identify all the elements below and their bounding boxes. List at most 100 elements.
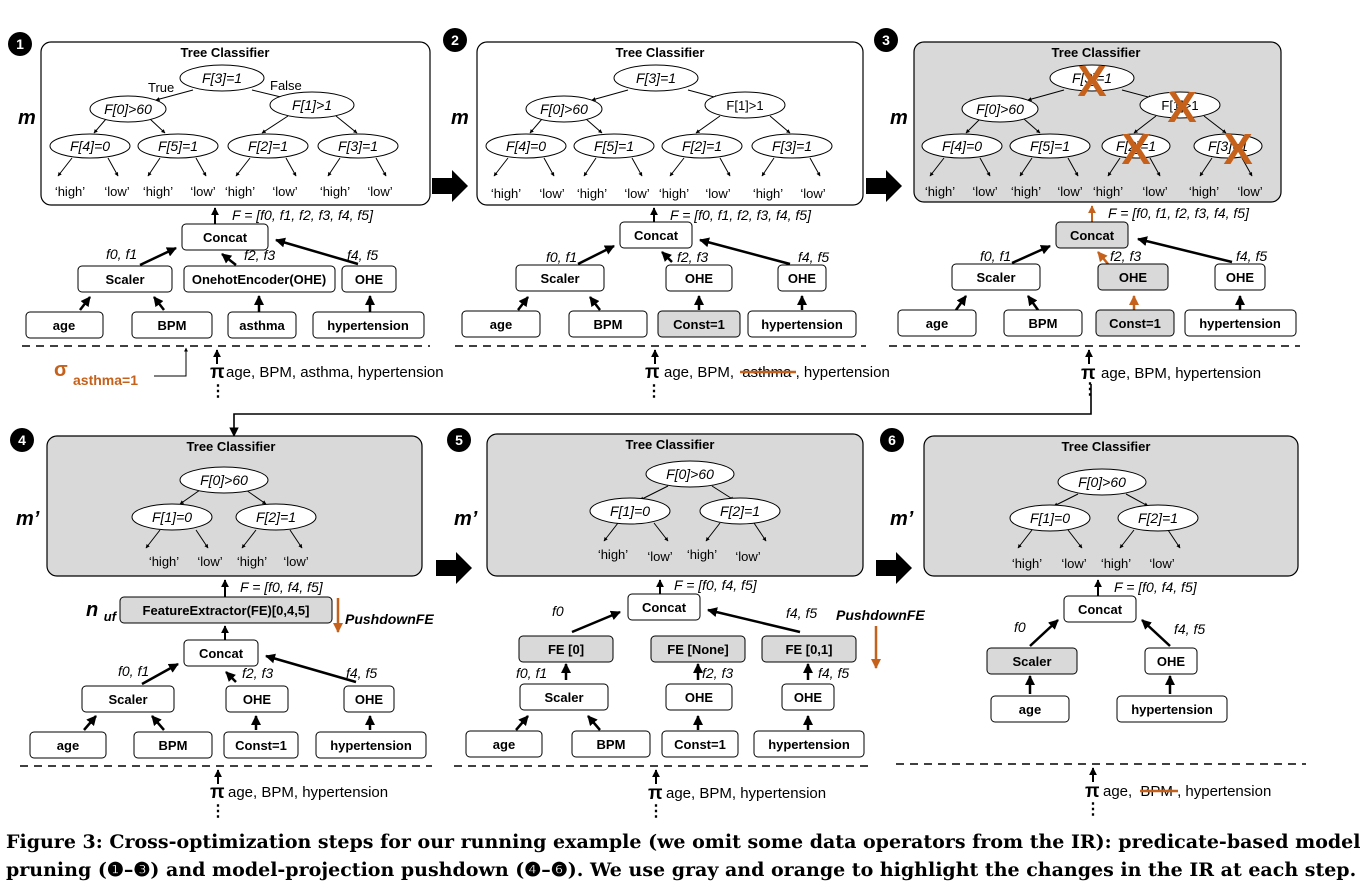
encoder-label: OHE [788,271,817,286]
model-label: m [890,107,908,129]
step-badge [874,28,898,52]
tree-edges [929,89,1253,177]
pipeline-edges [517,237,807,311]
tree-node-label: F[2]=1 [256,509,296,525]
projection-label: age, BPM, hypertension [228,784,388,801]
input-box [29,731,107,759]
encoder-label: Scaler [1012,654,1051,669]
tree-node-label: F[3]=1 [636,70,676,86]
leaf-label: ‘low’ [972,184,997,199]
leaf-label: ‘high’ [1093,184,1123,199]
tree-node-label: F[5]=1 [158,138,198,154]
input-box-changed [1095,309,1175,337]
tree-node-label: F[0]>60 [976,101,1024,117]
leaf-label: ‘low’ [647,549,672,564]
n-uf-sub: uf [104,609,118,624]
leaf-label: ‘low’ [1149,556,1174,571]
input-box [753,730,865,758]
input-label: Const=1 [235,738,287,753]
input-label: age [490,317,512,332]
projection-label: age, BPM, hypertension [666,785,826,802]
encoder-label: OHE [685,271,714,286]
panel-connector [229,384,1092,437]
figure-caption: Figure 3: Cross-optimization steps for o… [6,828,1360,884]
encoder-label: OHE [794,690,823,705]
edge-label: f0, f1 [118,663,149,679]
leaf-label: ‘high’ [149,554,179,569]
encoder-box [225,685,289,713]
feature-extractor-box [761,635,857,663]
tree-node [269,91,355,119]
tree-edges [493,89,821,177]
input-label: hypertension [1199,316,1281,331]
tree-node-label: F[2]=1 [720,503,760,519]
encoder-box [341,265,397,293]
false-label: False [270,78,302,93]
pruned-x-icon: X [1223,125,1252,174]
feature-extractor-box [650,635,746,663]
tree-classifier-title: Tree Classifier [1052,45,1141,60]
edge-label: f4, f5 [786,605,817,621]
encoder-box [781,683,835,711]
tree-classifier-box [476,41,864,206]
step-arrow-1-2 [432,170,468,202]
tree-node-label: F[3]=1 [772,138,812,154]
input-label: hypertension [768,737,850,752]
input-box [312,311,425,339]
pi-symbol: π [210,362,225,383]
edge-label: f2, f3 [1110,248,1141,264]
input-box [227,311,297,339]
tree-node [227,133,309,159]
feature-extractor-label: FE [0] [548,642,584,657]
tree-classifier-box-changed [913,41,1282,203]
tree-node-label: F[0]>60 [104,101,152,117]
input-box [1116,695,1228,723]
tree-node-label: F[1]=0 [1030,510,1070,526]
input-label: Const=1 [674,737,726,752]
encoder-box [515,264,605,292]
leaf-label: ‘high’ [1011,184,1041,199]
input-label: age [926,316,948,331]
feature-extractor-box [119,596,333,624]
tree-node-label: F[2]=1 [248,138,288,154]
model-label: m’ [454,508,478,530]
leaf-label: ‘high’ [925,184,955,199]
edge-label: f0, f1 [546,249,577,265]
tree-node [921,133,1003,159]
tree-node-label: F[1]=0 [152,509,192,525]
pushdown-label: PushdownFE [836,607,925,623]
leaf-label: ‘high’ [143,184,173,199]
ellipsis: ⋮ [648,803,664,820]
pruned-x-icon: X [1121,125,1150,174]
projection-rest: , hypertension [796,364,890,381]
tree-node-label: F[1]>1 [292,97,332,113]
input-box [1003,309,1083,337]
step-badge [8,32,32,56]
encoder-box [183,265,336,293]
edge-label: f0, f1 [106,246,137,262]
step-badge-label: 2 [451,32,459,48]
projection-rest: , hypertension [1177,783,1271,800]
input-label: BPM [1029,316,1058,331]
tree-node [1057,468,1147,496]
pi-symbol: π [210,782,225,803]
leaf-label: ‘low’ [1237,184,1262,199]
encoder-label: Scaler [540,271,579,286]
tree-node [89,95,167,123]
tree-node [1009,504,1091,532]
pi-symbol: π [1081,363,1096,384]
caption-line-1: Figure 3: Cross-optimization steps for o… [6,831,1360,853]
feature-extractor-label: FeatureExtractor(FE)[0,4,5] [143,603,310,618]
input-label: asthma [239,318,285,333]
encoder-box [951,263,1041,291]
input-label: BPM [594,317,623,332]
encoder-label: OHE [355,692,384,707]
input-label: BPM [597,737,626,752]
sigma-symbol: σ [54,359,68,381]
tree-node [179,64,265,92]
leaf-label: ‘low’ [1057,184,1082,199]
encoder-box-changed [1097,263,1169,291]
input-label: hypertension [327,318,409,333]
leaf-label: ‘high’ [320,184,350,199]
tree-node-label: F[2]=1 [1116,138,1156,154]
